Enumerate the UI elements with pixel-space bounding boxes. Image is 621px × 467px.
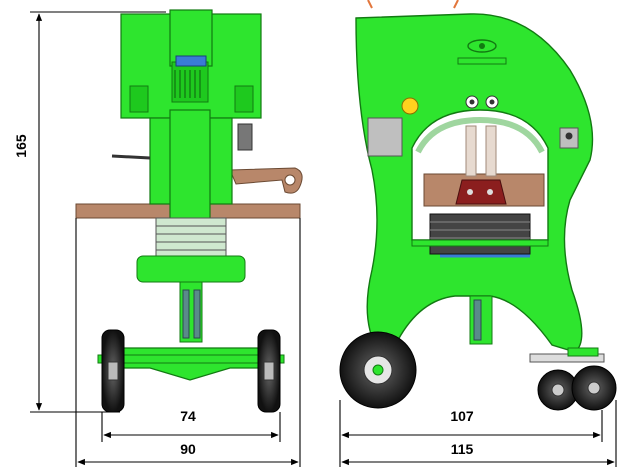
dimension-lines <box>30 11 617 467</box>
side-inner-width-label: 107 <box>450 408 474 424</box>
front-outer-width-label: 90 <box>180 441 196 457</box>
side-blade-carriage <box>455 179 507 205</box>
side-outer-width-label: 115 <box>451 441 474 457</box>
front-handle-bracket <box>229 167 303 194</box>
side-control-box <box>367 117 403 157</box>
height-label: 165 <box>13 134 29 158</box>
side-grate <box>429 213 531 255</box>
front-chassis <box>103 347 279 381</box>
cropped-orange-mark <box>367 0 373 9</box>
front-indicator-panel <box>175 55 207 67</box>
front-base-plate <box>136 255 246 283</box>
front-blade-stack <box>155 217 227 259</box>
side-view-machine <box>339 13 617 411</box>
front-view-machine <box>75 9 303 413</box>
front-inner-width-label: 74 <box>180 408 196 424</box>
front-lever <box>111 154 151 160</box>
side-yellow-button <box>401 97 419 115</box>
